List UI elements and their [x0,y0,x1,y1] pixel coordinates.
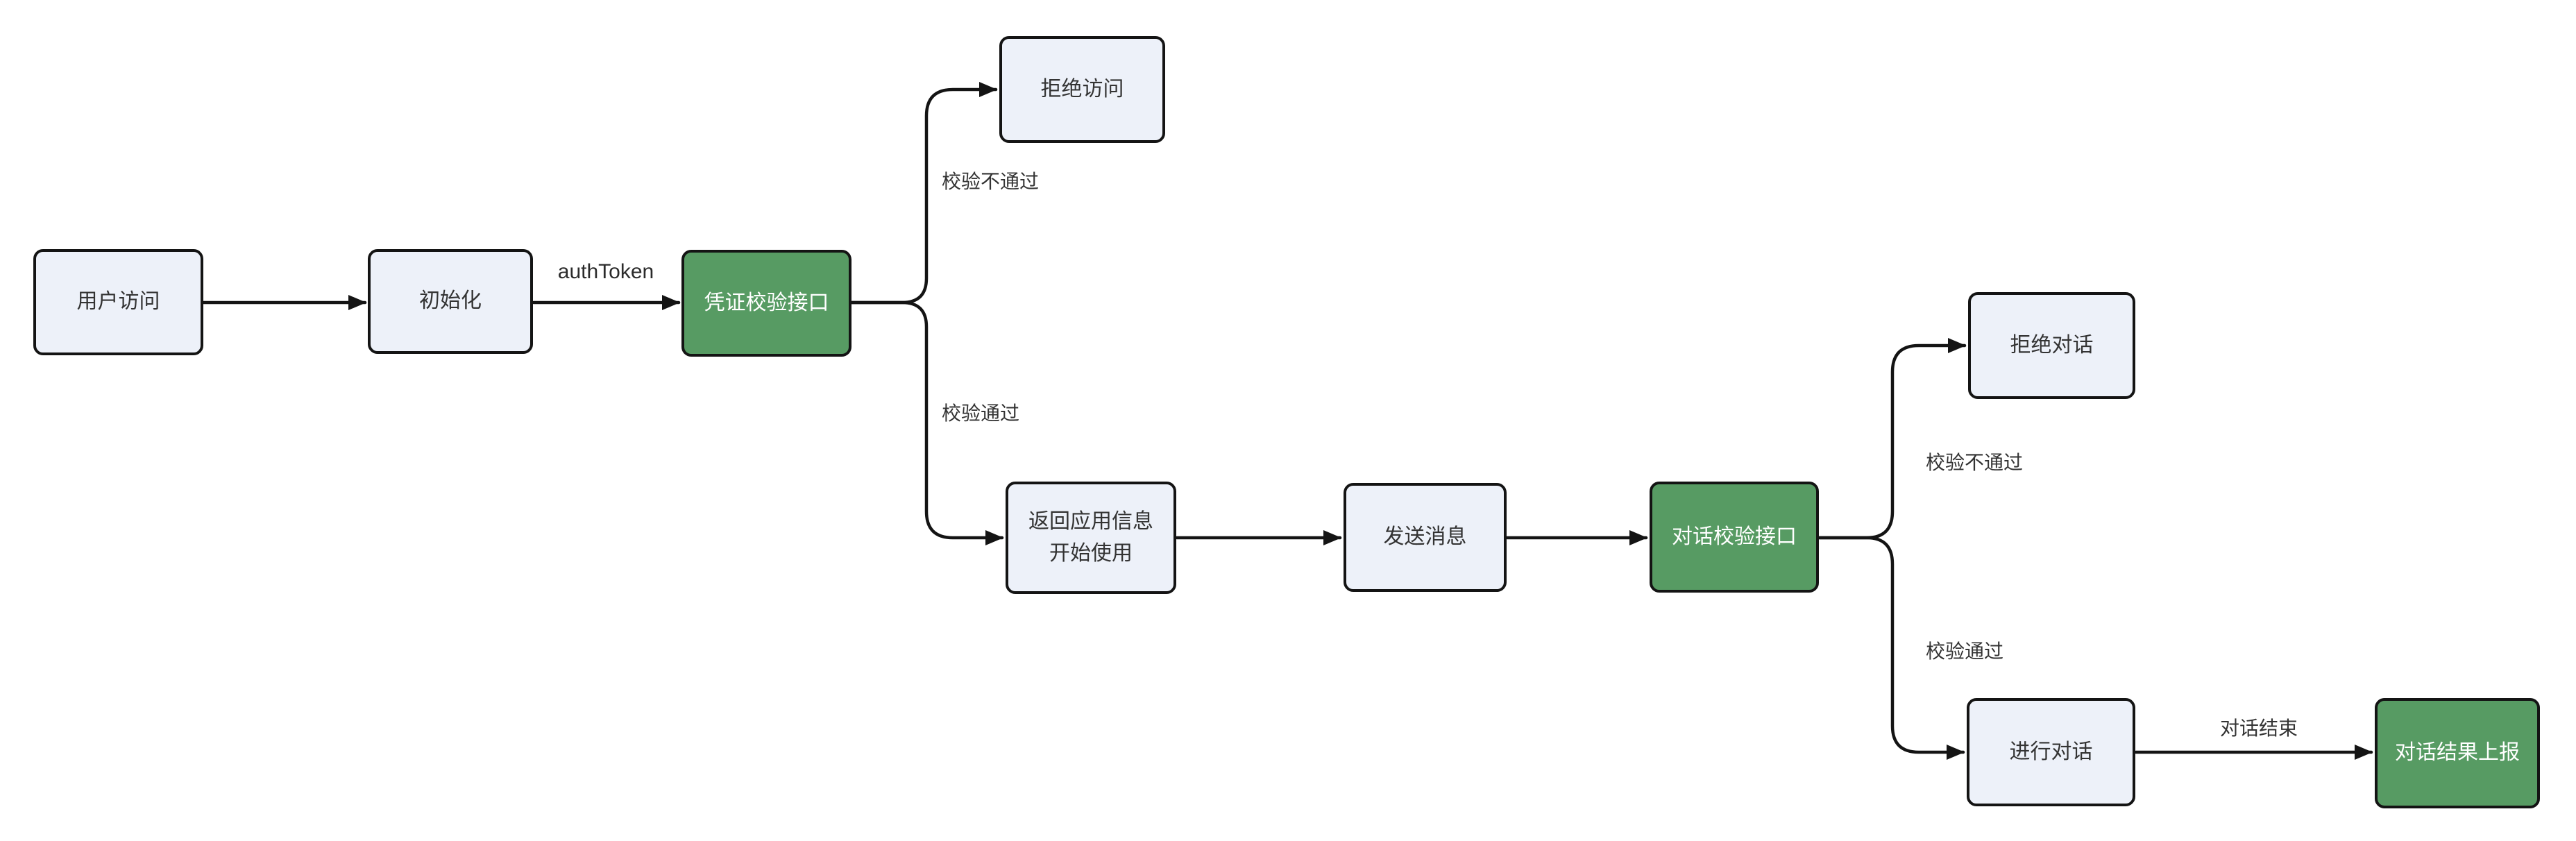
flow-node-do-dialog: 进行对话 [1967,698,2135,806]
flow-node-dialog-check: 对话校验接口 [1650,482,1819,593]
edge-credential-check-to-deny-access [849,82,998,305]
edge-label-auth-token: authToken [554,259,657,285]
flow-node-user-access: 用户访问 [33,249,203,355]
flow-node-report-result: 对话结果上报 [2375,698,2540,808]
edge-credential-check-to-return-app-info [849,300,1004,545]
edge-label-cred-fail: 校验不通过 [939,165,1042,196]
edge-label-dialog-fail: 校验不通过 [1923,446,2026,477]
flow-node-init: 初始化 [368,249,533,354]
edge-dialog-check-to-deny-dialog [1817,338,1967,540]
edge-label-dialog-end: 对话结束 [2217,712,2301,742]
flow-node-deny-access: 拒绝访问 [999,36,1165,143]
flow-node-deny-dialog: 拒绝对话 [1968,292,2135,399]
flow-node-send-message: 发送消息 [1344,483,1507,592]
edge-label-dialog-pass: 校验通过 [1923,635,2007,665]
flow-node-credential-check: 凭证校验接口 [681,250,851,357]
edge-dialog-check-to-do-dialog [1817,536,1965,760]
edge-label-cred-pass: 校验通过 [939,397,1023,427]
flow-node-return-app-info: 返回应用信息 开始使用 [1006,482,1176,594]
